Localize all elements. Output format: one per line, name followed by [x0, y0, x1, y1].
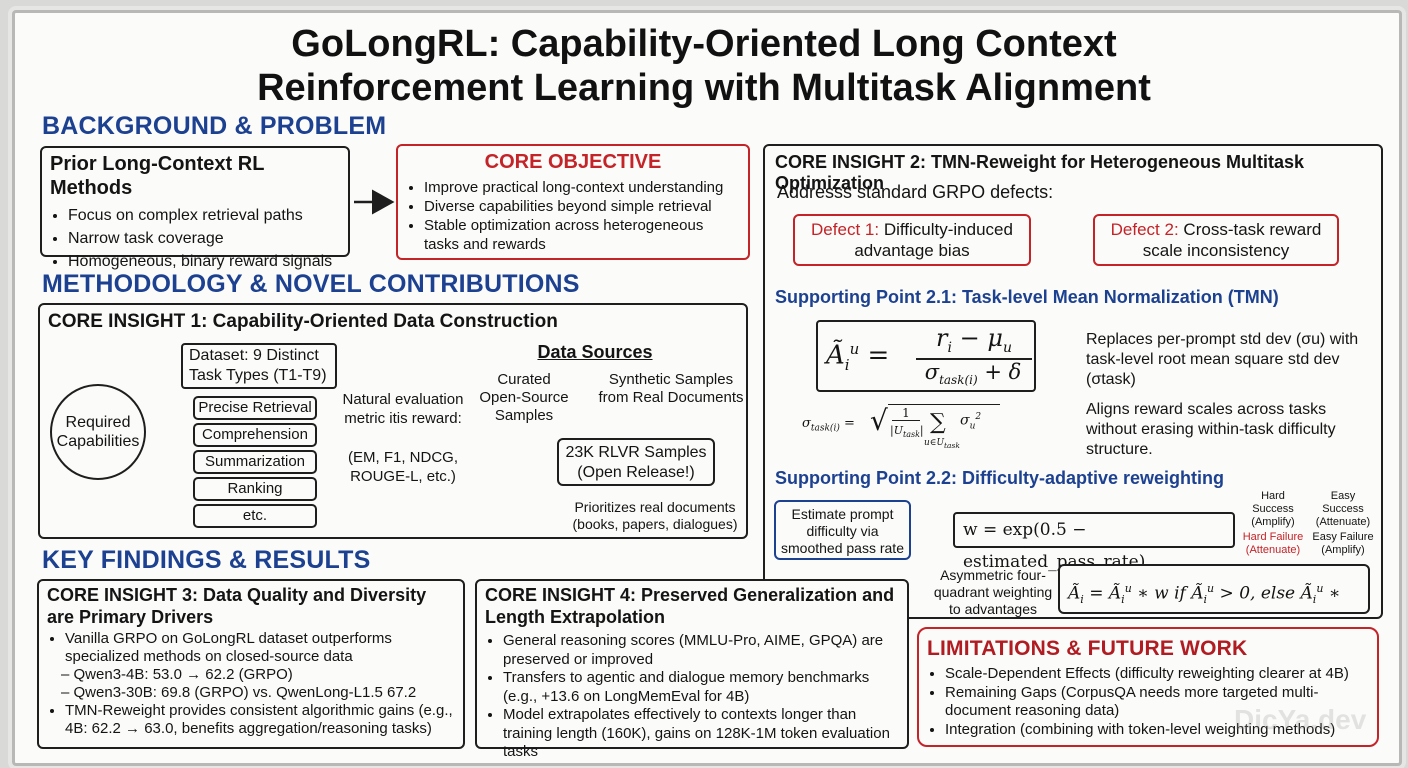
- core-objective-title: CORE OBJECTIVE: [484, 151, 662, 173]
- list-item: Scale-Dependent Effects (difficulty rewe…: [945, 665, 1369, 684]
- limitations-list: Scale-Dependent Effects (difficulty rewe…: [927, 665, 1369, 739]
- list-item: Focus on complex retrieval paths: [68, 204, 340, 227]
- weight-formula: w = exp(0.5 − estimated_pass_rate): [953, 512, 1235, 572]
- limitations-heading: LIMITATIONS & FUTURE WORK: [927, 637, 1248, 660]
- defect-2-box: Defect 2: Cross-task reward scale incons…: [1093, 214, 1339, 266]
- defect-2-text: Cross-task reward scale inconsistency: [1142, 220, 1322, 260]
- metric-text: Natural evaluation metric itis reward:: [342, 391, 464, 427]
- quadrant-hard-failure: Hard Failure (Attenuate): [1242, 531, 1304, 556]
- defect-1-label: Defect 1:: [811, 220, 880, 239]
- list-item: Diverse capabilities beyond simple retri…: [424, 197, 740, 216]
- prior-methods-title: Prior Long-Context RL Methods: [50, 153, 265, 199]
- estimate-difficulty-box: Estimate prompt difficulty via smoothed …: [774, 500, 911, 560]
- data-sources-title: Data Sources: [537, 342, 653, 362]
- sub-item: – Qwen3-4B: 53.0 → 62.2 (GRPO): [61, 666, 293, 683]
- list-item: Stable optimization across heterogeneous…: [424, 216, 740, 254]
- capability-item: Comprehension: [193, 423, 317, 447]
- tmn-formula-box: Ãiu = ri − μu σtask(i) + δ: [816, 320, 1036, 392]
- capability-item: Summarization: [193, 450, 317, 474]
- list-item: Narrow task coverage: [68, 227, 340, 250]
- capability-item: etc.: [193, 504, 317, 528]
- capability-item: Ranking: [193, 477, 317, 501]
- quadrant-easy-failure: Easy Failure (Amplify): [1312, 531, 1374, 556]
- core-insight-4-list: General reasoning scores (MMLU-Pro, AIME…: [485, 632, 899, 762]
- watermark: DicYa.dev: [1234, 704, 1367, 735]
- sub-item: – Qwen3-30B: 69.8 (GRPO) vs. QwenLong-L1…: [61, 684, 417, 701]
- core-insight-3-title: CORE INSIGHT 3: Data Quality and Diversi…: [47, 585, 427, 627]
- capability-item: Precise Retrieval: [193, 396, 317, 420]
- metric-examples: (EM, F1, NDCG, ROUGE-L, etc.): [347, 449, 458, 485]
- prior-methods-box: Prior Long-Context RL Methods Focus on c…: [40, 146, 350, 270]
- core-insight-4-box: CORE INSIGHT 4: Preserved Generalization…: [475, 579, 909, 760]
- advantage-formula: Ãi = Ãiu ∗ w if Ãiu > 0, else Ãiu ∗ 1/w: [1058, 564, 1370, 656]
- list-item: General reasoning scores (MMLU-Pro, AIME…: [503, 632, 899, 669]
- tmn-note-2: Aligns reward scales across tasks withou…: [1086, 401, 1336, 458]
- list-item: TMN-Reweight provides consistent algorit…: [65, 702, 455, 738]
- list-item: Vanilla GRPO on GoLongRL dataset outperf…: [61, 630, 455, 702]
- prior-methods-list: Focus on complex retrieval paths Narrow …: [50, 204, 340, 273]
- list-item: Integration (combining with token-level …: [945, 721, 1369, 740]
- core-insight-2-title: CORE INSIGHT 2: TMN-Reweight for Heterog…: [775, 152, 1305, 193]
- curated-samples: Curated Open-Source Samples: [479, 371, 569, 424]
- defect-2-label: Defect 2:: [1110, 220, 1179, 239]
- section-background-heading: BACKGROUND & PROBLEM: [42, 112, 387, 140]
- core-insight-3-list: Vanilla GRPO on GoLongRL dataset outperf…: [47, 630, 455, 738]
- core-insight-4-title: CORE INSIGHT 4: Preserved Generalization…: [485, 585, 895, 627]
- synthetic-samples: Synthetic Samples from Real Documents: [598, 371, 744, 406]
- formula-lhs: Ãiu =: [826, 340, 890, 374]
- core-insight-2-subtitle: Addresss standard GRPO defects:: [777, 182, 1054, 202]
- page-title: GoLongRL: Capability-Oriented Long Conte…: [257, 23, 1151, 109]
- dataset-box: Dataset: 9 Distinct Task Types (T1-T9): [181, 343, 337, 389]
- list-item: Improve practical long-context understan…: [424, 178, 740, 197]
- list-item: Homogeneous, binary reward signals: [68, 250, 340, 273]
- list-item: Remaining Gaps (CorpusQA needs more targ…: [945, 684, 1369, 721]
- asymmetric-weighting-text: Asymmetric four-quadrant weighting to ad…: [933, 567, 1053, 617]
- quadrant-easy-success: Easy Success (Attenuate): [1315, 490, 1371, 528]
- core-insight-1-title: CORE INSIGHT 1: Capability-Oriented Data…: [48, 311, 558, 332]
- supporting-point-2-2: Supporting Point 2.2: Difficulty-adaptiv…: [775, 468, 1225, 488]
- list-item: Model extrapolates effectively to contex…: [503, 706, 899, 762]
- tmn-note-1: Replaces per-prompt std dev (σu) with ta…: [1086, 331, 1359, 388]
- quadrant-hard-success: Hard Success (Amplify): [1251, 490, 1295, 528]
- core-insight-3-box: CORE INSIGHT 3: Data Quality and Diversi…: [37, 579, 465, 749]
- formula-denominator: σtask(i) + δ: [924, 360, 1022, 388]
- prioritizes-text: Prioritizes real documents (books, paper…: [572, 499, 738, 532]
- supporting-point-2-1: Supporting Point 2.1: Task-level Mean No…: [775, 287, 1279, 307]
- limitations-box: LIMITATIONS & FUTURE WORK Scale-Dependen…: [917, 627, 1379, 747]
- rlvr-samples-box: 23K RLVR Samples (Open Release!): [557, 438, 715, 486]
- section-findings-heading: KEY FINDINGS & RESULTS: [42, 546, 371, 574]
- list-item: Transfers to agentic and dialogue memory…: [503, 669, 899, 706]
- sigma-task-formula: σtask(i) = √ 1 |Utask| ∑ u∈Utask σu2: [802, 398, 1002, 454]
- section-methodology-heading: METHODOLOGY & NOVEL CONTRIBUTIONS: [42, 270, 580, 298]
- core-objective-list: Improve practical long-context understan…: [406, 178, 740, 254]
- formula-numerator: ri − μu: [916, 324, 1032, 360]
- core-objective-box: CORE OBJECTIVE Improve practical long-co…: [396, 144, 750, 260]
- required-capabilities-node: Required Capabilities: [50, 384, 146, 480]
- defect-1-box: Defect 1: Difficulty-induced advantage b…: [793, 214, 1031, 266]
- core-insight-1-box: CORE INSIGHT 1: Capability-Oriented Data…: [38, 303, 748, 539]
